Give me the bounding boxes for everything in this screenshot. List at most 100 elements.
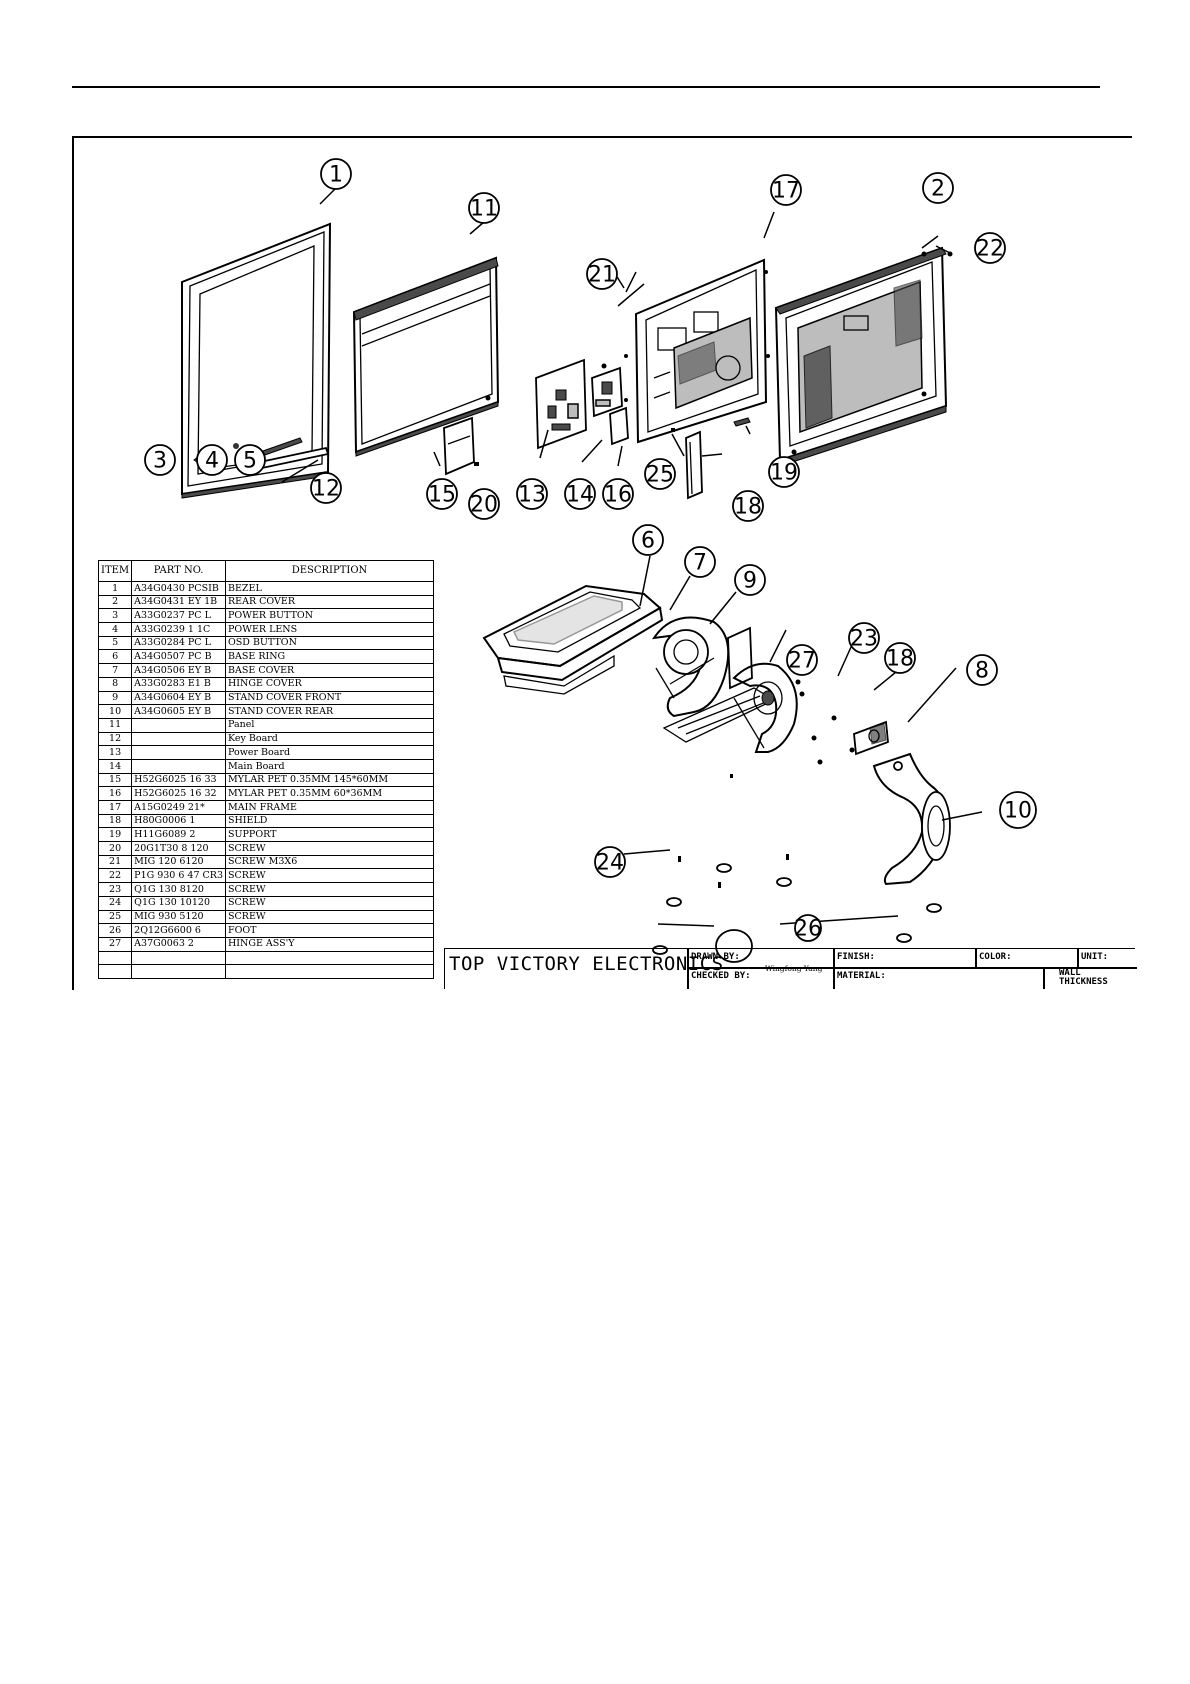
callout-15: 15 bbox=[426, 478, 458, 510]
callout-25: 25 bbox=[644, 458, 676, 490]
column-header-part-no: PART NO. bbox=[131, 560, 227, 582]
cell-part-no bbox=[131, 950, 227, 966]
finish-label: FINISH: bbox=[837, 952, 875, 962]
part-mylar-large bbox=[443, 416, 475, 476]
cell-item: 25 bbox=[97, 909, 133, 925]
cell-description: OSD BUTTON bbox=[225, 635, 435, 651]
svg-text:8: 8 bbox=[975, 659, 989, 684]
callout-6: 6 bbox=[632, 524, 664, 556]
cell-description: REAR COVER bbox=[225, 594, 435, 610]
callout-13: 13 bbox=[516, 478, 548, 510]
callout-24: 24 bbox=[594, 846, 626, 878]
column-header-description: DESCRIPTION bbox=[225, 560, 435, 582]
cell-description: SCREW M3X6 bbox=[225, 854, 435, 870]
table-row bbox=[97, 950, 435, 966]
part-mylar-small bbox=[609, 406, 629, 446]
unit-label: UNIT: bbox=[1081, 952, 1109, 962]
svg-text:21: 21 bbox=[588, 263, 616, 288]
table-row: 11 Panel bbox=[97, 717, 435, 733]
callout-22: 22 bbox=[974, 232, 1006, 264]
callout-4: 4 bbox=[196, 444, 228, 476]
cell-item: 26 bbox=[97, 923, 133, 938]
part-feet bbox=[652, 863, 942, 963]
cell-item: 8 bbox=[97, 676, 133, 692]
cell-description bbox=[225, 964, 435, 979]
svg-text:20: 20 bbox=[470, 493, 498, 518]
part-shield bbox=[685, 430, 703, 500]
header-rule bbox=[72, 86, 1100, 88]
cell-description: SCREW bbox=[225, 868, 435, 884]
cell-item: 11 bbox=[97, 717, 133, 733]
cell-description: HINGE ASS'Y bbox=[225, 936, 435, 952]
cell-item: 16 bbox=[97, 786, 133, 801]
cell-item: 5 bbox=[97, 635, 133, 651]
company-name: TOP VICTORY ELECTRONICS bbox=[449, 953, 724, 975]
cell-part-no: A33G0237 PC L bbox=[131, 608, 227, 624]
part-hinge-assy bbox=[727, 626, 798, 753]
cell-part-no: H52G6025 16 33 bbox=[131, 772, 227, 788]
svg-text:12: 12 bbox=[312, 477, 340, 502]
checked-by-label: CHECKED BY: bbox=[691, 971, 751, 981]
part-support bbox=[733, 417, 751, 427]
callout-9: 9 bbox=[734, 564, 766, 596]
svg-text:11: 11 bbox=[470, 197, 498, 222]
cell-description: MYLAR PET 0.35MM 60*36MM bbox=[225, 786, 435, 801]
cell-part-no: P1G 930 6 47 CR3 bbox=[131, 868, 227, 884]
cell-item: 6 bbox=[97, 649, 133, 665]
cell-part-no: A34G0605 EY B bbox=[131, 704, 227, 719]
callout-27: 27 bbox=[786, 644, 818, 676]
part-stand-cover-front bbox=[651, 616, 730, 718]
cell-item: 19 bbox=[97, 827, 133, 843]
cell-description: Panel bbox=[225, 717, 435, 733]
parts-table-header-row: ITEM PART NO. DESCRIPTION bbox=[97, 560, 435, 582]
cell-part-no bbox=[131, 745, 227, 760]
callout-3: 3 bbox=[144, 444, 176, 476]
callout-19: 19 bbox=[768, 456, 800, 488]
callout-2: 2 bbox=[922, 172, 954, 204]
cell-description: POWER BUTTON bbox=[225, 608, 435, 624]
cell-item: 13 bbox=[97, 745, 133, 760]
cell-description: HINGE COVER bbox=[225, 676, 435, 692]
cell-part-no: A34G0506 EY B bbox=[131, 663, 227, 678]
cell-item: 3 bbox=[97, 608, 133, 624]
svg-text:25: 25 bbox=[646, 463, 674, 488]
cell-part-no bbox=[131, 758, 227, 774]
cell-part-no bbox=[131, 717, 227, 733]
cell-part-no: Q1G 130 10120 bbox=[131, 895, 227, 911]
cell-part-no: A34G0604 EY B bbox=[131, 690, 227, 706]
callout-8: 8 bbox=[966, 654, 998, 686]
cell-description: Key Board bbox=[225, 731, 435, 747]
callout-1: 1 bbox=[320, 158, 352, 190]
cell-item bbox=[97, 950, 133, 966]
svg-text:10: 10 bbox=[1004, 799, 1032, 824]
exploded-view-svg: 1 2 3 4 5 6 7 8 9 10 11 12 13 14 15 16 1… bbox=[144, 158, 1037, 963]
callout-23: 23 bbox=[848, 622, 880, 654]
cell-description: SHIELD bbox=[225, 813, 435, 829]
svg-text:9: 9 bbox=[743, 569, 757, 594]
part-base-ring bbox=[482, 584, 664, 695]
cell-description: SCREW bbox=[225, 909, 435, 925]
svg-text:6: 6 bbox=[641, 529, 655, 554]
cell-item: 10 bbox=[97, 704, 133, 719]
cell-description: SCREW bbox=[225, 841, 435, 856]
cell-description: BASE RING bbox=[225, 649, 435, 665]
callout-16: 16 bbox=[602, 478, 634, 510]
svg-text:27: 27 bbox=[788, 649, 816, 674]
svg-text:23: 23 bbox=[850, 627, 878, 652]
cell-description: FOOT bbox=[225, 923, 435, 938]
